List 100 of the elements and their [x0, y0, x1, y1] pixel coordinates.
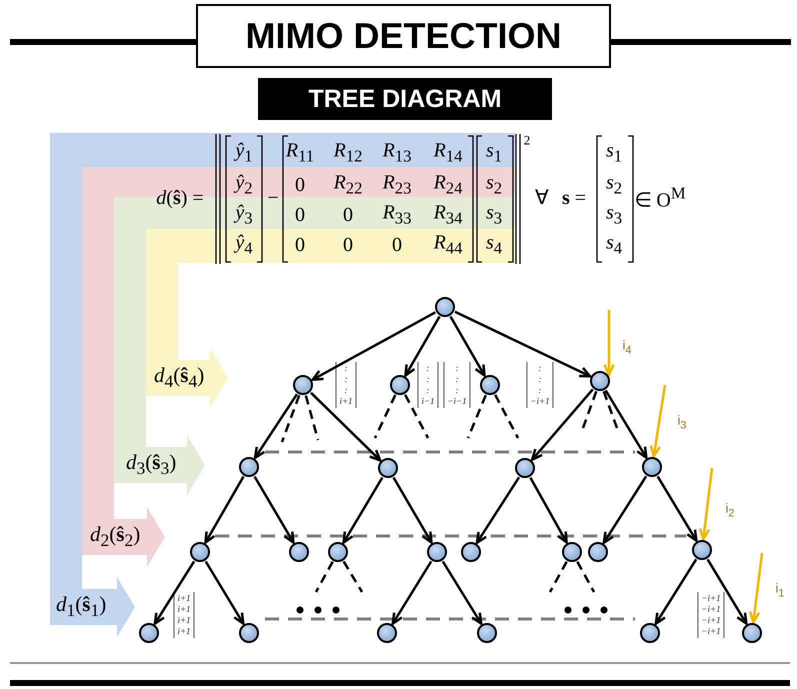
arrow — [604, 390, 648, 459]
tree-node — [461, 542, 481, 562]
math-term: R$_{22}$ — [334, 172, 362, 198]
arrow — [204, 560, 245, 625]
math-term: s$_{3}$ — [486, 202, 502, 228]
math-term: 0 — [295, 175, 305, 195]
tree-node — [427, 542, 447, 562]
branch-line — [374, 394, 396, 439]
tree-node — [742, 623, 762, 643]
level-label: d$_{4}$(ŝ$_{4}$) — [154, 365, 204, 391]
level-label: d$_{2}$(ŝ$_{2}$) — [90, 524, 140, 550]
tree-node — [515, 458, 535, 478]
math-term: s$_{3}$ — [606, 202, 622, 228]
tree-node — [562, 542, 582, 562]
tree-node — [390, 375, 410, 395]
arrow — [342, 476, 384, 544]
arrow — [748, 552, 764, 624]
math-term: d(ŝ) = — [156, 188, 204, 208]
math-term: R$_{24}$ — [434, 172, 462, 198]
math-term: s = — [562, 188, 586, 208]
math-term: R$_{11}$ — [286, 140, 314, 166]
arrow — [476, 476, 520, 544]
arrow — [392, 476, 433, 544]
arrow — [204, 476, 245, 544]
level-label: d$_{1}$(ŝ$_{1}$) — [56, 594, 106, 620]
tree-node — [239, 457, 259, 477]
arrow — [442, 560, 482, 625]
column-vector: : : : i+1 — [335, 362, 357, 408]
tree-node — [239, 623, 259, 643]
branch-line — [582, 390, 598, 428]
math-term: ŷ$_{3}$ — [235, 202, 253, 228]
branch-line — [466, 394, 487, 438]
branch-line — [304, 395, 320, 440]
arrow — [650, 384, 666, 458]
branch-line — [548, 561, 568, 593]
math-term: s$_{1}$ — [606, 140, 622, 166]
edge-label: i$_{3}$ — [678, 412, 686, 432]
column-vector: : : : i−1 — [417, 362, 439, 408]
column-vector: : : : −i−1 — [443, 362, 471, 408]
tree-node — [640, 623, 660, 643]
arrow — [603, 310, 615, 376]
math-term: 0 — [343, 235, 353, 255]
math-term: ŷ$_{1}$ — [235, 140, 253, 166]
tree-node — [139, 623, 159, 643]
math-term: ŷ$_{4}$ — [235, 232, 253, 258]
math-term: − — [267, 188, 279, 208]
tree-node — [435, 297, 455, 317]
math-term: s$_{4}$ — [606, 232, 622, 258]
branch-line — [314, 561, 334, 593]
column-vector: : : : −i+1 — [526, 362, 554, 408]
level-label: d$_{3}$(ŝ$_{3}$) — [126, 452, 176, 478]
math-term: 0 — [392, 235, 402, 255]
arrow — [654, 558, 698, 625]
arrow — [449, 316, 486, 377]
arrow — [154, 560, 196, 625]
arrow — [602, 476, 648, 544]
tree-node — [289, 542, 309, 562]
math-term: ∈ O$^{M}$ — [634, 186, 686, 210]
math-term: s$_{1}$ — [486, 140, 502, 166]
subtitle-banner: TREE DIAGRAM — [258, 78, 552, 120]
math-term: R$_{33}$ — [382, 202, 412, 228]
tree-node — [328, 542, 348, 562]
tree-node — [480, 375, 500, 395]
arrow — [698, 468, 714, 540]
arrow — [530, 388, 594, 461]
branch-line — [602, 390, 618, 428]
column-vector: −i+1 −i+1 −i+1 −i+1 — [697, 592, 725, 638]
math-term: R$_{23}$ — [382, 172, 412, 198]
branch-line — [576, 561, 596, 593]
arrow — [311, 311, 436, 381]
math-term: R$_{44}$ — [434, 232, 462, 258]
tree-node — [590, 371, 610, 391]
arrow — [254, 394, 298, 460]
branch-line — [280, 394, 300, 442]
title: MIMO DETECTION — [196, 4, 611, 68]
tree-node — [377, 623, 397, 643]
math-term: R$_{34}$ — [434, 202, 462, 228]
math-term: ∀ — [535, 188, 549, 208]
branch-line — [494, 394, 520, 439]
tree-node — [190, 542, 210, 562]
arrow — [706, 558, 748, 625]
math-term: 2 — [524, 134, 530, 146]
math-term: 0 — [295, 235, 305, 255]
arrow — [656, 476, 698, 542]
arrow — [454, 310, 592, 378]
branch-line — [404, 394, 430, 439]
branch-line — [342, 560, 364, 593]
math-term: R$_{14}$ — [434, 140, 462, 166]
tree-node — [293, 375, 313, 395]
edge-label: i$_{1}$ — [776, 580, 784, 600]
arrow — [254, 476, 295, 544]
math-term: s$_{2}$ — [606, 172, 622, 198]
math-term: R$_{12}$ — [334, 140, 362, 166]
math-term: 0 — [343, 205, 353, 225]
tree-node — [692, 540, 712, 560]
arrow — [529, 476, 568, 544]
arrow — [392, 560, 432, 625]
tree-node — [642, 457, 662, 477]
tree-node — [378, 458, 398, 478]
arrow — [310, 392, 382, 462]
